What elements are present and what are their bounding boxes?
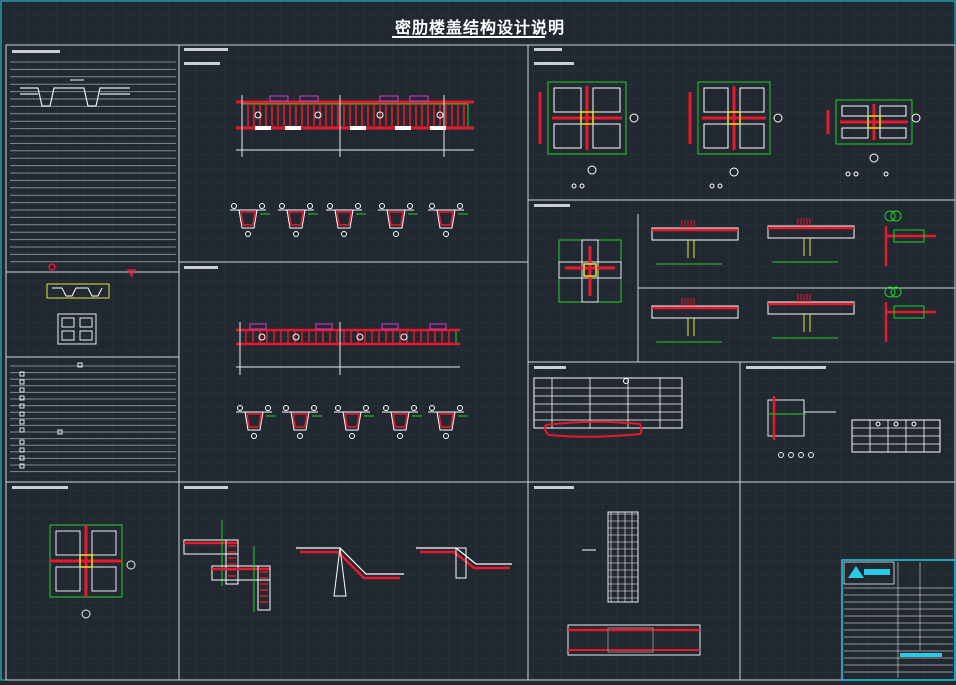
highlight-markup <box>544 420 643 438</box>
small-rib-detail <box>46 283 110 299</box>
detail-table <box>851 419 941 453</box>
slab-rebar-section-1 <box>236 95 474 157</box>
notes-text-lines <box>10 61 176 473</box>
company-logo <box>848 566 864 578</box>
section-callout-icon <box>48 263 56 271</box>
drawing-title: 密肋楼盖结构设计说明 <box>394 18 565 37</box>
section-heading-marks <box>12 48 826 489</box>
rib-sections-row-2 <box>236 405 468 439</box>
notes-marker-boxes <box>19 362 83 469</box>
title-block <box>841 559 956 681</box>
small-panel-plan <box>57 313 97 345</box>
slab-rebar-section-2 <box>236 322 460 375</box>
panel-dividers <box>6 45 955 680</box>
column-joint-plan <box>558 239 622 303</box>
opening-reinforcement-detail <box>767 396 836 458</box>
section-callout-icon <box>126 269 137 278</box>
column-elevation <box>567 511 701 656</box>
rebar-schedule-table <box>533 377 683 429</box>
column-cap-plans <box>538 81 921 189</box>
beam-joint-details <box>651 210 936 343</box>
rib-sections-row-1 <box>230 203 468 237</box>
edge-beam-details <box>183 520 512 612</box>
column-plan-bottom <box>49 524 136 619</box>
rib-section-sketch <box>20 79 130 107</box>
